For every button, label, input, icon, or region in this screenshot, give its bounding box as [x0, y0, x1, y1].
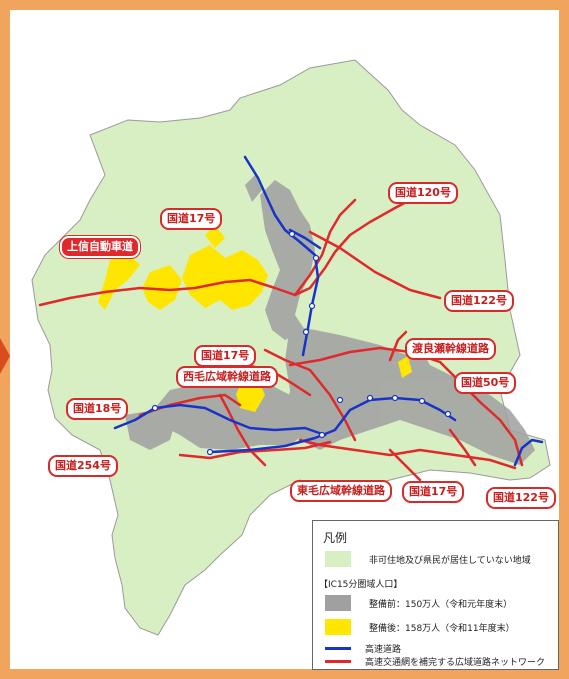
label-route-17-bottom: 国道17号	[402, 481, 465, 503]
legend-label-before: 整備前：150万人（令和元年度末）	[369, 599, 513, 610]
legend-label-network: 高速交通網を補完する広域道路ネットワーク	[365, 658, 546, 668]
label-route-120: 国道120号	[388, 182, 458, 204]
label-route-50: 国道50号	[454, 372, 517, 394]
arrow-right-icon	[0, 338, 10, 374]
label-route-122-bottom: 国道122号	[486, 487, 556, 509]
highways	[113, 155, 544, 467]
label-route-18: 国道18号	[66, 398, 129, 420]
legend-swatch-before	[325, 595, 351, 611]
interchanges	[151, 230, 452, 456]
label-route-17-top: 国道17号	[160, 208, 223, 230]
label-nishimo-trunk-road: 西毛広域幹線道路	[176, 366, 278, 388]
legend-label-highway: 高速道路	[365, 645, 402, 655]
legend-swatch-land	[325, 551, 351, 567]
legend-swatch-after	[325, 619, 351, 635]
label-watarase-trunk-road: 渡良瀬幹線道路	[405, 338, 496, 360]
label-joshinetsu-expressway: 上信自動車道	[60, 236, 140, 258]
label-tomo-trunk-road: 東毛広域幹線道路	[290, 480, 392, 502]
legend-label-non-residential: 非可住地及び県民が居住していない地域	[369, 555, 531, 566]
legend-row-after: 整備後：158万人（令和11年度末）	[325, 619, 515, 635]
legend-title: 凡例	[323, 531, 348, 545]
legend-swatch-highway	[325, 647, 351, 650]
legend-row-highway: 高速道路	[325, 642, 401, 655]
label-route-122-right: 国道122号	[444, 290, 514, 312]
legend-row-before: 整備前：150万人（令和元年度末）	[325, 595, 512, 611]
legend-swatch-network	[325, 660, 351, 663]
map-legend: 凡例 非可住地及び県民が居住していない地域 【IC15分圏域人口】 整備前：15…	[312, 520, 559, 670]
legend-label-after: 整備後：158万人（令和11年度末）	[369, 623, 515, 634]
legend-section-title: 【IC15分圏域人口】	[319, 580, 403, 590]
label-route-254: 国道254号	[48, 455, 118, 477]
legend-row-network: 高速交通網を補完する広域道路ネットワーク	[325, 655, 545, 668]
legend-row-non-residential: 非可住地及び県民が居住していない地域	[325, 551, 531, 567]
urban-area-before	[125, 175, 535, 465]
label-route-17-mid: 国道17号	[194, 345, 257, 367]
